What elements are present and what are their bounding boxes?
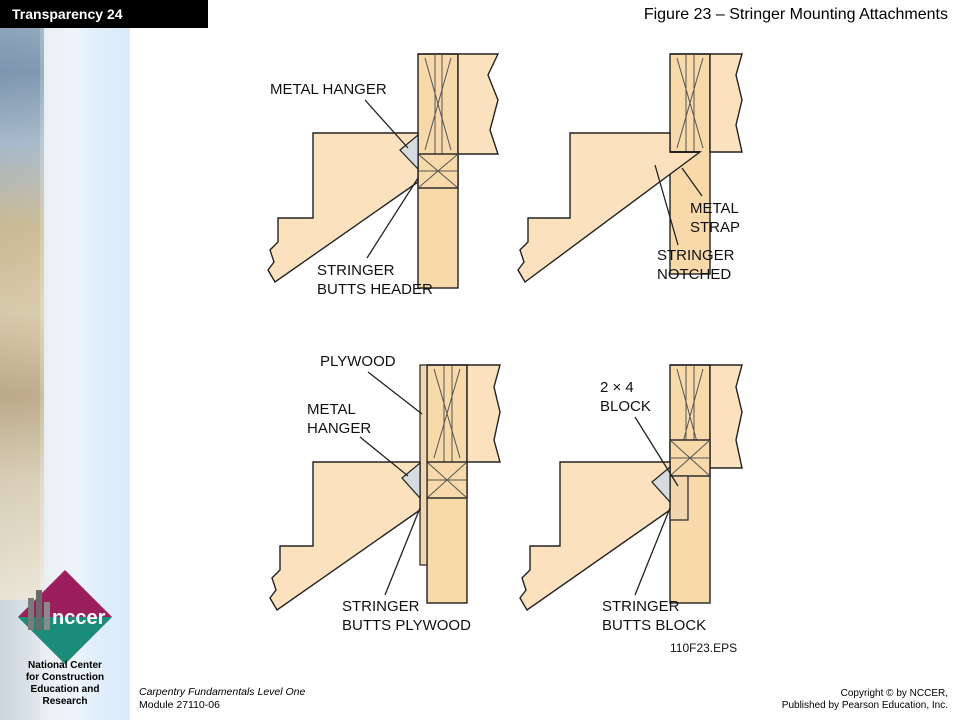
sidebar-photo-strip [0, 0, 44, 600]
logo-building-3 [44, 602, 50, 630]
panel-stringer-notched: METAL STRAP STRINGER NOTCHED [517, 53, 743, 284]
org-name-line-3: Education and [30, 684, 100, 695]
stringer-3 [269, 461, 421, 612]
label-stringer-butts-plywood-line-2: BUTTS PLYWOOD [342, 617, 471, 634]
block-beam [670, 364, 743, 469]
label-metal-hanger-2-line-1: METAL [307, 401, 356, 418]
org-name-line-1: National Center [28, 660, 102, 671]
label-stringer-butts-plywood-line-1: STRINGER [342, 598, 420, 615]
label-stringer-notched-line-1: STRINGER [657, 247, 735, 264]
metal-hanger-2 [401, 461, 421, 500]
figure-title: Figure 23 – Stringer Mounting Attachment… [643, 6, 948, 23]
header-beam [418, 53, 500, 155]
label-stringer-notched-line-2: NOTCHED [657, 266, 731, 283]
label-metal-hanger-2-line-2: HANGER [307, 420, 371, 437]
copyright-line: Copyright © by NCCER, [840, 688, 948, 699]
logo-building-1 [28, 598, 34, 630]
module-number: Module 27110-06 [139, 699, 220, 711]
transparency-badge: Transparency 24 [0, 0, 208, 28]
course-name: Carpentry Fundamentals Level One [139, 686, 306, 698]
org-name: National Center for Construction Educati… [0, 660, 130, 708]
plywood-sheet [419, 364, 428, 566]
header-framing-x [424, 54, 452, 154]
metal-hanger-1 [399, 133, 419, 171]
org-name-line-2: for Construction [25, 672, 105, 683]
label-metal-strap-line-2: STRAP [690, 219, 740, 236]
panel-butts-header: METAL HANGER STRINGER BUTTS HEADER [267, 53, 500, 298]
label-metal-strap-line-1: METAL [690, 200, 739, 217]
stringer-1 [267, 132, 419, 284]
nccer-logo: nccer [18, 570, 112, 664]
org-name-line-4: Research [42, 696, 88, 707]
stringer-2 [517, 132, 703, 284]
notched-beam [670, 53, 743, 153]
sidebar-background [0, 0, 130, 720]
label-2x4-block-line-1: 2 × 4 [600, 379, 634, 396]
label-stringer-butts-block-line-1: STRINGER [602, 598, 680, 615]
footer-course-info: Carpentry Fundamentals Level One Module … [139, 686, 305, 712]
label-plywood: PLYWOOD [320, 353, 396, 370]
metal-hanger-3 [651, 465, 671, 504]
panel-butts-block: 2 × 4 BLOCK STRINGER BUTTS BLOCK 110F23.… [519, 364, 743, 655]
label-stringer-butts-header-line-1: STRINGER [317, 262, 395, 279]
file-code: 110F23.EPS [670, 641, 737, 655]
footer-copyright: Copyright © by NCCER, Published by Pears… [782, 688, 948, 712]
plywood-beam [427, 364, 501, 463]
publisher-line: Published by Pearson Education, Inc. [781, 700, 948, 711]
label-stringer-butts-header-line-2: BUTTS HEADER [317, 281, 433, 298]
label-2x4-block-line-2: BLOCK [600, 398, 651, 415]
logo-text: nccer [52, 607, 106, 629]
stringer-diagram: METAL HANGER STRINGER BUTTS HEADER METAL… [267, 53, 743, 655]
two-by-four-block [669, 475, 689, 521]
logo-building-2 [36, 590, 42, 630]
label-stringer-butts-block-line-2: BUTTS BLOCK [602, 617, 706, 634]
label-metal-hanger-1: METAL HANGER [270, 81, 387, 98]
panel-butts-plywood: PLYWOOD METAL HANGER STRINGER BUTTS PLYW… [269, 353, 501, 634]
stringer-4 [519, 461, 671, 612]
